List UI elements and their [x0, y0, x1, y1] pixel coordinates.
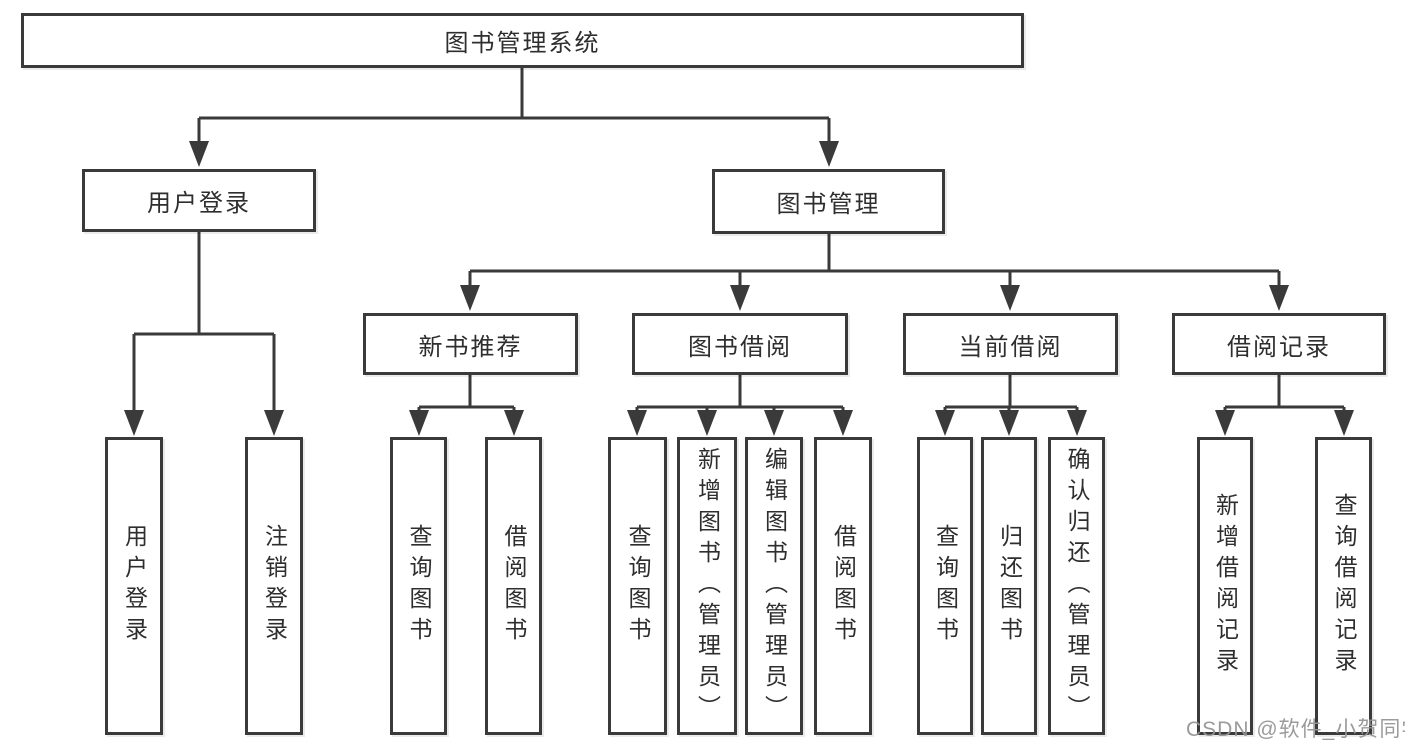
- arrowheads: [124, 141, 1354, 436]
- leaf-confirm-return-admin: 确认归还（管理员）: [1048, 437, 1105, 735]
- node-book-borrow: 图书借阅: [632, 313, 848, 375]
- node-current-borrow: 当前借阅: [903, 313, 1118, 375]
- leaf-return-books-label: 归还图书: [996, 524, 1023, 648]
- node-book-borrow-label: 图书借阅: [688, 333, 792, 361]
- leaf-user-login: 用户登录: [105, 437, 163, 735]
- node-root-label: 图书管理系统: [444, 30, 601, 57]
- csdn-watermark: CSDN @软件_小贺同学: [1186, 718, 1405, 741]
- leaf-query-books-2-label: 查询图书: [625, 524, 651, 648]
- node-user-login: 用户登录: [82, 169, 316, 232]
- leaf-borrow-books-2-label: 借阅图书: [830, 524, 857, 648]
- node-borrow-records: 借阅记录: [1172, 313, 1386, 375]
- leaf-add-borrow-record-label: 新增借阅记录: [1212, 493, 1239, 679]
- leaf-logout: 注销登录: [245, 437, 303, 735]
- node-borrow-records-label: 借阅记录: [1227, 333, 1331, 361]
- leaf-add-borrow-record: 新增借阅记录: [1197, 437, 1253, 735]
- node-book-management: 图书管理: [712, 169, 945, 234]
- node-new-book-recommend: 新书推荐: [363, 313, 578, 375]
- leaf-logout-label: 注销登录: [261, 524, 288, 648]
- leaf-query-borrow-record-label: 查询借阅记录: [1331, 493, 1357, 679]
- leaf-borrow-books-1-label: 借阅图书: [501, 524, 527, 648]
- leaf-query-books-1-label: 查询图书: [406, 524, 432, 648]
- node-root: 图书管理系统: [21, 13, 1024, 68]
- leaf-query-books-3-label: 查询图书: [932, 524, 959, 648]
- node-user-login-label: 用户登录: [147, 190, 251, 217]
- node-current-borrow-label: 当前借阅: [958, 333, 1063, 361]
- leaf-edit-books-admin: 编辑图书（管理员）: [745, 437, 803, 735]
- node-new-book-recommend-label: 新书推荐: [418, 333, 523, 361]
- leaf-query-borrow-record: 查询借阅记录: [1315, 437, 1372, 735]
- leaf-borrow-books-2: 借阅图书: [814, 437, 872, 735]
- leaf-add-books-admin: 新增图书（管理员）: [677, 437, 737, 735]
- leaf-user-login-label: 用户登录: [121, 524, 148, 648]
- leaf-query-books-1: 查询图书: [390, 437, 447, 735]
- leaf-edit-books-admin-label: 编辑图书（管理员）: [761, 446, 788, 726]
- leaf-query-books-3: 查询图书: [917, 437, 973, 735]
- leaf-borrow-books-1: 借阅图书: [485, 437, 542, 735]
- leaf-return-books: 归还图书: [981, 437, 1037, 735]
- leaf-confirm-return-admin-label: 确认归还（管理员）: [1064, 446, 1090, 726]
- leaf-add-books-admin-label: 新增图书（管理员）: [694, 446, 721, 726]
- node-book-management-label: 图书管理: [776, 191, 881, 218]
- leaf-query-books-2: 查询图书: [608, 437, 667, 735]
